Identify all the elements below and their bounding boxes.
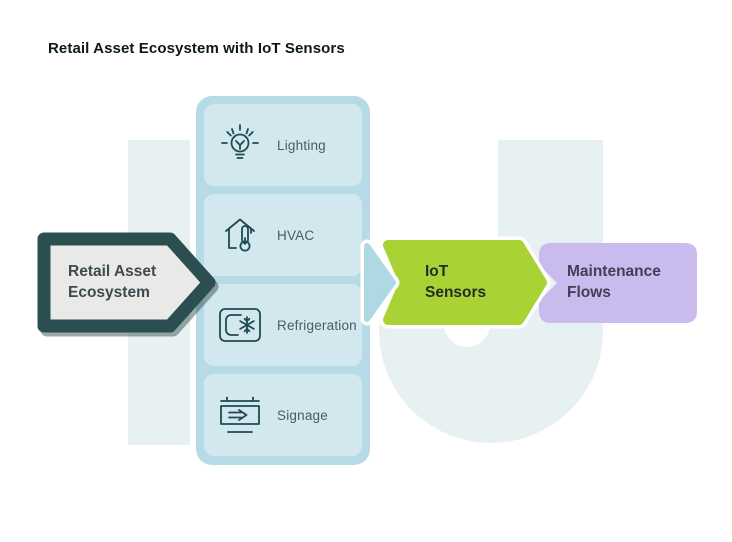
- asset-card-signage[interactable]: Signage: [204, 374, 362, 456]
- connector-chevron-halo: [360, 239, 400, 326]
- assets-panel: Lighting HVAC: [196, 96, 370, 465]
- hanging-sign-arrow-icon: [220, 396, 260, 433]
- sensor-node-label: IoT Sensors: [425, 263, 487, 301]
- connector-chevron-icon: [364, 243, 396, 322]
- asset-label: Signage: [277, 407, 328, 423]
- asset-label: Refrigeration: [277, 317, 357, 333]
- target-node-label: Maintenance Flows: [567, 263, 661, 301]
- source-node-label: Retail Asset Ecosystem: [68, 263, 157, 301]
- asset-card-refrigeration[interactable]: Refrigeration: [204, 284, 362, 366]
- house-thermometer-icon: [225, 218, 255, 252]
- asset-label: Lighting: [277, 137, 326, 153]
- asset-label: HVAC: [277, 227, 315, 243]
- lightbulb-icon: [221, 124, 259, 159]
- asset-card-lighting[interactable]: Lighting: [204, 104, 362, 186]
- freezer-snowflake-icon: [219, 308, 261, 342]
- asset-card-hvac[interactable]: HVAC: [204, 194, 362, 276]
- diagram-title: Retail Asset Ecosystem with IoT Sensors: [48, 40, 345, 57]
